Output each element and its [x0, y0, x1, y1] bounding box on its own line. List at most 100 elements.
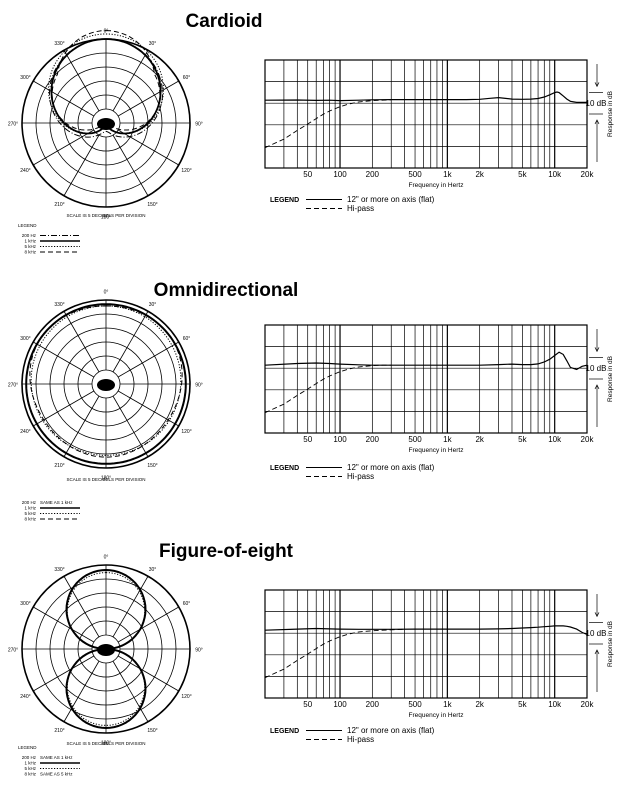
- polar-legend-name: 200 Hz: [22, 233, 37, 238]
- polar-scale-note: SCALE IS 5 DECIBELS PER DIVISION: [66, 741, 145, 746]
- polar-angle-label: 30°: [149, 302, 157, 308]
- polar-legend-name: 1 kHz: [24, 239, 36, 244]
- fr-legend-title: LEGEND: [270, 465, 299, 472]
- fr-legend-label: Hi-pass: [347, 204, 374, 213]
- arrow-down-icon: [594, 612, 600, 618]
- fr-tick-label: 1k: [443, 700, 452, 709]
- capsule-icon: [97, 118, 115, 130]
- fr-x-axis-label: Frequency in Hertz: [409, 447, 464, 454]
- polar-angle-label: 300°: [20, 75, 30, 81]
- fr-legend-label: 12" or more on axis (flat): [347, 463, 435, 472]
- capsule-icon: [97, 644, 115, 656]
- arrow-down-icon: [594, 347, 600, 353]
- polar-angle-label: 150°: [147, 728, 157, 734]
- polar-spoke: [117, 341, 179, 378]
- polar-spoke: [33, 655, 95, 692]
- polar-spoke: [117, 655, 179, 692]
- fr-frame: [264, 59, 588, 169]
- fr-series-flat: [264, 625, 588, 636]
- fr-tick-label: 20k: [581, 435, 595, 444]
- fr-frame: [264, 589, 588, 699]
- polar-angle-label: 210°: [54, 728, 64, 734]
- fr-legend-title: LEGEND: [270, 728, 299, 735]
- polar-spoke: [117, 129, 179, 166]
- fr-tick-label: 5k: [518, 170, 527, 179]
- polar-angle-label: 60°: [183, 75, 191, 81]
- polar-spoke: [112, 311, 149, 373]
- arrow-down-icon: [594, 82, 600, 88]
- fr-tick-label: 100: [333, 170, 347, 179]
- fr-tick-label: 5k: [518, 435, 527, 444]
- polar-angle-label: 330°: [54, 302, 64, 308]
- fr-y-axis-label: Response in dB: [607, 621, 614, 667]
- fr-tick-label: 10k: [548, 170, 562, 179]
- polar-angle-label: 180°: [101, 215, 111, 221]
- polar-angle-label: 0°: [104, 555, 109, 561]
- fr-x-axis-label: Frequency in Hertz: [409, 182, 464, 189]
- polar-plot-omni: Omnidirectional0°30°60°90°120°150°180°21…: [8, 280, 298, 522]
- polar-spoke: [63, 311, 100, 373]
- polar-legend-name: 1 kHz: [24, 506, 36, 511]
- polar-angle-label: 30°: [149, 41, 157, 47]
- fr-frame: [264, 324, 588, 434]
- fr-legend-label: Hi-pass: [347, 735, 374, 744]
- fr-tick-label: 2k: [475, 700, 484, 709]
- polar-angle-label: 120°: [181, 168, 191, 174]
- fr-series-hipass: [264, 99, 392, 149]
- polar-spoke: [112, 50, 149, 112]
- polar-angle-label: 0°: [104, 290, 109, 296]
- fr-tick-label: 10k: [548, 700, 562, 709]
- polar-title: Omnidirectional: [154, 280, 299, 301]
- polar-angle-label: 210°: [54, 463, 64, 469]
- polar-legend-name: 5 kHz: [24, 766, 36, 771]
- polar-plot-figure8: Figure-of-eight0°30°60°90°120°150°180°21…: [8, 541, 294, 777]
- polar-angle-label: 60°: [183, 336, 191, 342]
- fr-tick-label: 20k: [581, 700, 595, 709]
- fr-tick-label: 50: [303, 435, 312, 444]
- polar-angle-label: 270°: [8, 648, 18, 654]
- polar-angle-label: 60°: [183, 601, 191, 607]
- fr-series-hipass: [264, 364, 392, 414]
- polar-legend-name: 200 Hz: [22, 500, 37, 505]
- polar-spoke: [63, 134, 100, 196]
- polar-angle-label: 240°: [20, 694, 30, 700]
- polar-angle-label: 330°: [54, 41, 64, 47]
- polar-angle-label: 120°: [181, 429, 191, 435]
- polar-angle-label: 120°: [181, 694, 191, 700]
- polar-plot-cardioid: Cardioid0°30°60°90°120°150°180°210°240°2…: [8, 11, 263, 255]
- polar-angle-label: 180°: [101, 741, 111, 747]
- polar-pattern-dotted: [66, 572, 146, 726]
- polar-legend-title: LEGEND: [18, 223, 37, 228]
- polar-spoke: [112, 134, 149, 196]
- fr-tick-label: 1k: [443, 170, 452, 179]
- polar-legend-name: 8 kHz: [24, 250, 36, 255]
- polar-legend-note: SAME AS 1 kHz: [40, 500, 73, 505]
- polar-pattern-dotted: [30, 305, 182, 456]
- polar-angle-label: 150°: [147, 463, 157, 469]
- fr-x-axis-label: Frequency in Hertz: [409, 712, 464, 719]
- polar-legend-note: SAME AS 1 kHz: [40, 755, 73, 760]
- polar-title: Cardioid: [185, 11, 262, 32]
- fr-tick-label: 200: [366, 170, 380, 179]
- polar-angle-label: 240°: [20, 168, 30, 174]
- polar-spoke: [117, 80, 179, 117]
- polar-pattern-dash-dot: [48, 38, 164, 138]
- polar-spoke: [63, 660, 100, 722]
- fr-legend-label: 12" or more on axis (flat): [347, 195, 435, 204]
- fr-tick-label: 20k: [581, 170, 595, 179]
- polar-angle-label: 300°: [20, 601, 30, 607]
- polar-angle-label: 270°: [8, 122, 18, 128]
- fr-series-hipass: [264, 628, 405, 679]
- polar-spoke: [33, 80, 95, 117]
- fr-tick-label: 50: [303, 170, 312, 179]
- fr-tick-label: 200: [366, 435, 380, 444]
- polar-pattern-dashed: [29, 305, 183, 458]
- fr-scale-label: 10 dB: [586, 364, 607, 373]
- polar-spoke: [63, 50, 100, 112]
- polar-spoke: [112, 660, 149, 722]
- polar-spoke: [33, 341, 95, 378]
- polar-angle-label: 90°: [195, 383, 203, 389]
